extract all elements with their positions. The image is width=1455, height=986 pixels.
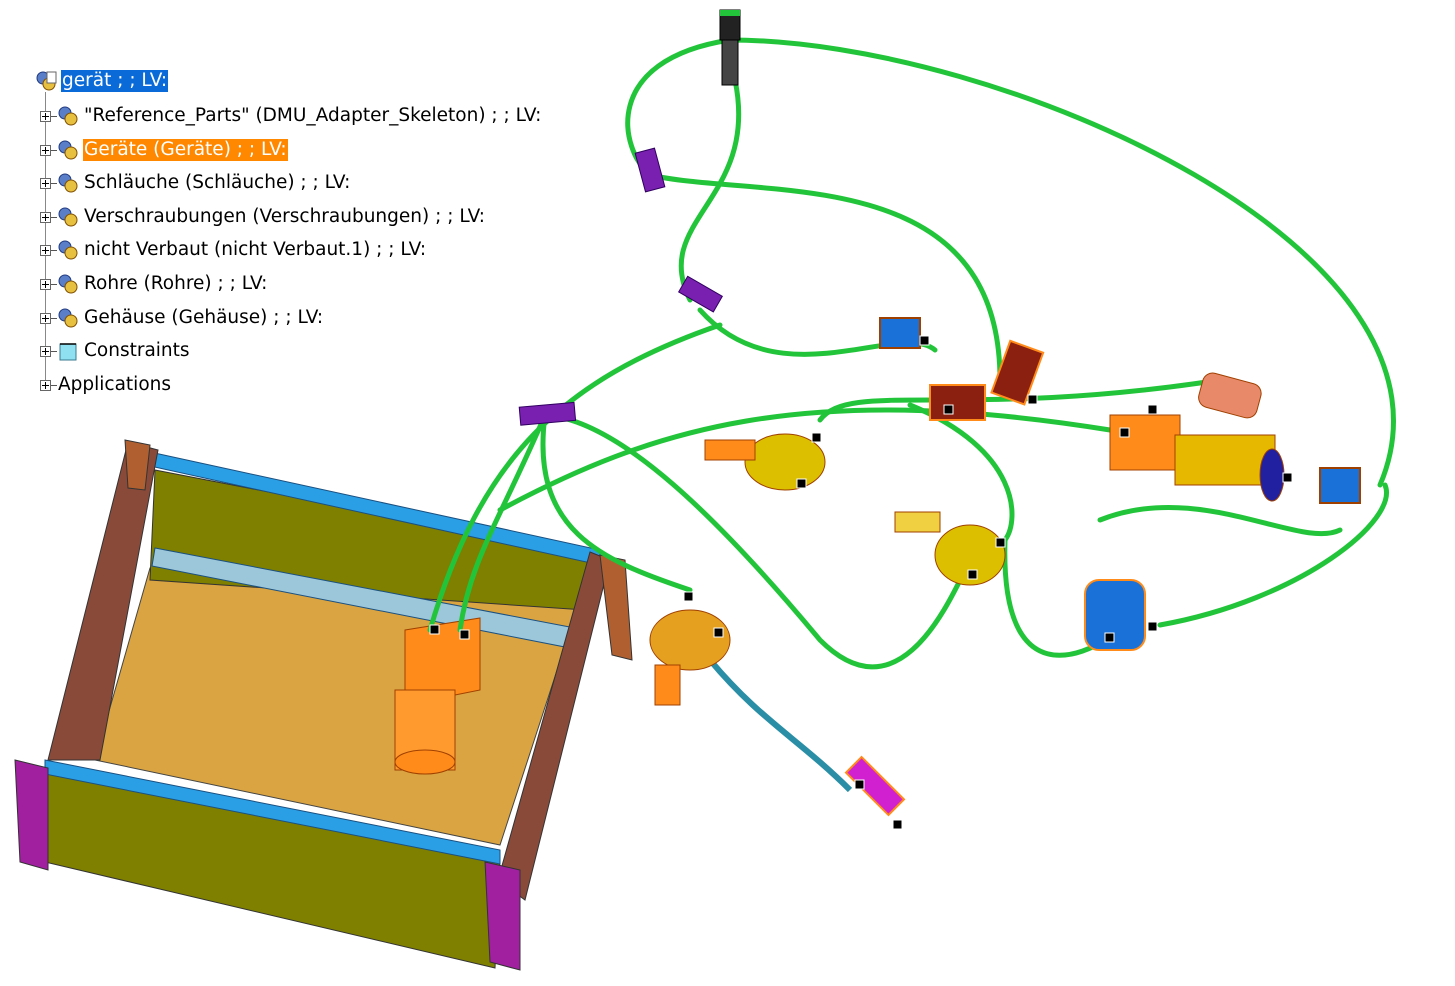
tree-item-gehaeuse[interactable]: Gehäuse (Gehäuse) ; ; LV:: [40, 305, 324, 331]
tree-item-applications[interactable]: Applications: [40, 372, 172, 398]
tree-root[interactable]: gerät ; ; LV:: [35, 68, 169, 94]
tree-item-geraete[interactable]: Geräte (Geräte) ; ; LV:: [40, 137, 288, 163]
tree-connector-line: [45, 92, 46, 384]
product-root-icon: [36, 71, 57, 91]
tree-item-verschraubungen[interactable]: Verschraubungen (Verschraubungen) ; ; LV…: [40, 204, 486, 230]
tree-item-nicht-verbaut[interactable]: nicht Verbaut (nicht Verbaut.1) ; ; LV:: [40, 237, 427, 263]
device-in-housing[interactable]: [394, 617, 481, 775]
tree-item-label[interactable]: nicht Verbaut (nicht Verbaut.1) ; ; LV:: [84, 239, 427, 260]
product-icon: [58, 106, 78, 126]
product-icon: [58, 207, 78, 227]
teal-pipe[interactable]: [707, 658, 853, 793]
hose-network[interactable]: [427, 37, 1396, 670]
tree-item-schlaeuche[interactable]: Schläuche (Schläuche) ; ; LV:: [40, 170, 351, 196]
product-icon: [58, 140, 78, 160]
tree-item-label[interactable]: Geräte (Geräte) ; ; LV:: [83, 139, 288, 161]
tree-item-label[interactable]: Gehäuse (Gehäuse) ; ; LV:: [84, 307, 324, 328]
tree-item-label[interactable]: Applications: [58, 374, 172, 395]
product-icon: [58, 240, 78, 260]
expand-icon[interactable]: [40, 345, 51, 357]
expand-icon[interactable]: [40, 312, 51, 324]
tree-root-label[interactable]: gerät ; ; LV:: [61, 70, 169, 92]
expand-icon[interactable]: [40, 278, 51, 290]
tree-item-label[interactable]: Rohre (Rohre) ; ; LV:: [84, 273, 268, 294]
tree-item-constraints[interactable]: Constraints: [40, 338, 191, 364]
expand-icon[interactable]: [40, 379, 51, 391]
mount-ear-left: [14, 759, 49, 871]
product-icon: [58, 173, 78, 193]
expand-icon[interactable]: [40, 244, 51, 256]
expand-icon[interactable]: [40, 144, 51, 156]
top-connector[interactable]: [719, 9, 741, 86]
devices[interactable]: [649, 317, 1361, 817]
housing-assembly[interactable]: [14, 439, 633, 971]
mount-ear-back-left: [124, 439, 151, 491]
constraint-markers: [429, 335, 1293, 830]
product-icon: [58, 274, 78, 294]
constraints-icon: [59, 343, 77, 361]
expand-icon[interactable]: [40, 177, 51, 189]
tree-item-label[interactable]: Schläuche (Schläuche) ; ; LV:: [84, 172, 351, 193]
tree-item-rohre[interactable]: Rohre (Rohre) ; ; LV:: [40, 271, 268, 297]
tree-item-reference-parts[interactable]: "Reference_Parts" (DMU_Adapter_Skeleton)…: [40, 103, 542, 129]
tree-item-label[interactable]: Constraints: [84, 340, 190, 361]
tree-item-label[interactable]: "Reference_Parts" (DMU_Adapter_Skeleton)…: [84, 105, 542, 126]
mount-ear-right: [484, 861, 521, 971]
specification-tree[interactable]: gerät ; ; LV: "Reference_Parts" (DMU_Ada…: [0, 0, 600, 420]
product-icon: [58, 308, 78, 328]
fittings[interactable]: [518, 147, 724, 426]
mount-ear-back-right: [599, 554, 633, 661]
expand-icon[interactable]: [40, 110, 51, 122]
expand-icon[interactable]: [40, 211, 51, 223]
tree-item-label[interactable]: Verschraubungen (Verschraubungen) ; ; LV…: [84, 206, 485, 227]
